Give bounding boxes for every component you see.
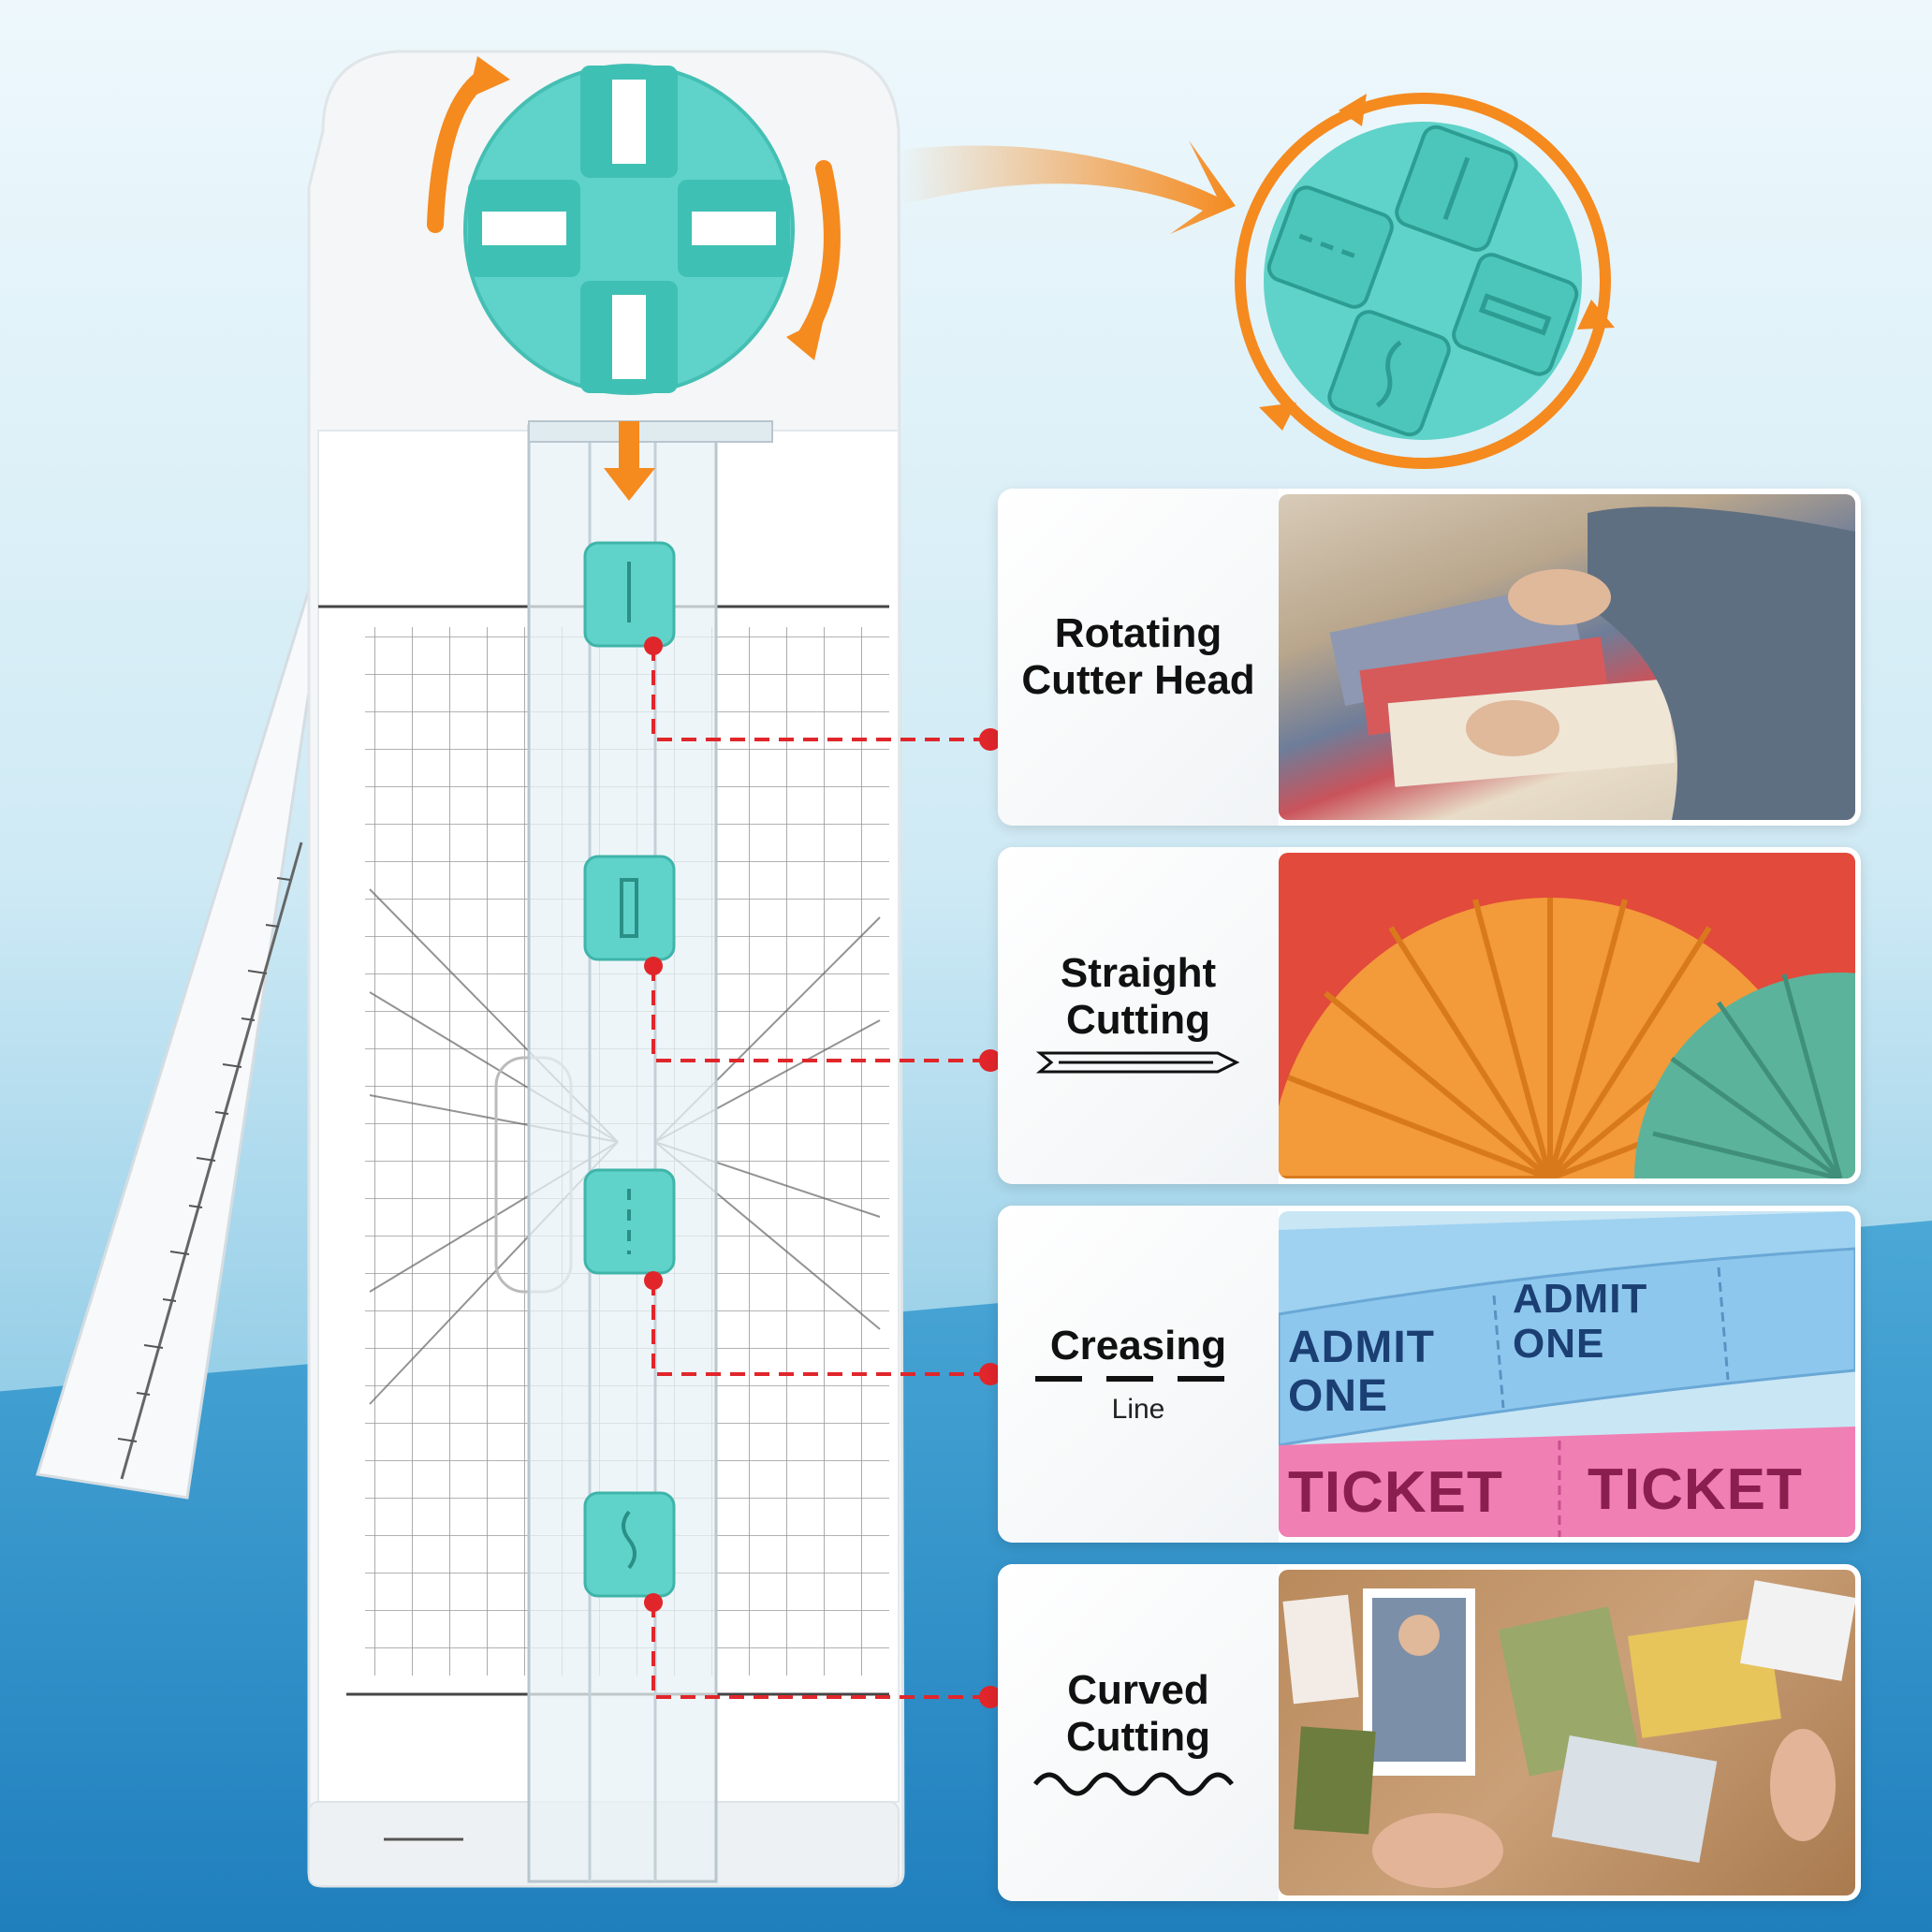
photo-fabric-samples bbox=[1279, 494, 1855, 820]
zoom-arrow-icon bbox=[899, 140, 1236, 234]
feature-label: Curved Cutting bbox=[998, 1564, 1279, 1901]
feature-panel-creasing: Creasing Line ADMIT ONE ADMIT ONE TICKET… bbox=[998, 1206, 1861, 1543]
blade-holder-4[interactable] bbox=[583, 1491, 676, 1598]
ruler-ticks bbox=[117, 877, 291, 1442]
cutting-track bbox=[527, 420, 773, 1883]
feature-title: Curved Cutting bbox=[1066, 1667, 1210, 1760]
down-arrow-icon bbox=[604, 421, 655, 501]
arrow-head-icon bbox=[786, 318, 824, 360]
wave-line-icon bbox=[1033, 1772, 1234, 1796]
feature-title: Rotating Cutter Head bbox=[1021, 610, 1255, 703]
callout-dots bbox=[644, 637, 1002, 1708]
blade-holder-2[interactable] bbox=[583, 855, 676, 961]
arrow-head-icon bbox=[468, 56, 510, 98]
feature-panel-curved: Curved Cutting bbox=[998, 1564, 1861, 1901]
feature-label: Straight Cutting bbox=[998, 847, 1279, 1184]
cutter-head-zoom bbox=[1235, 93, 1615, 469]
photo-paper-fans bbox=[1279, 853, 1855, 1178]
feature-label: Creasing Line bbox=[998, 1206, 1279, 1543]
ticket-admit-one: ADMIT ONE bbox=[1513, 1276, 1648, 1367]
feature-panel-straight: Straight Cutting bbox=[998, 847, 1861, 1184]
photo-ticket-rolls: ADMIT ONE ADMIT ONE TICKET TICKET bbox=[1279, 1211, 1855, 1537]
feature-panel-rotating: Rotating Cutter Head bbox=[998, 489, 1861, 826]
ticket-label: TICKET bbox=[1588, 1457, 1803, 1522]
ticket-admit-one: ADMIT ONE bbox=[1288, 1323, 1435, 1421]
feature-title: Straight Cutting bbox=[1060, 950, 1217, 1043]
swing-ruler-arm[interactable] bbox=[36, 587, 325, 1500]
feature-label: Rotating Cutter Head bbox=[998, 489, 1279, 826]
blade-holder-1[interactable] bbox=[583, 541, 676, 648]
feature-subtitle: Line bbox=[1111, 1394, 1165, 1425]
photo-wedding-pictures bbox=[1279, 1570, 1855, 1895]
blade-holder-3[interactable] bbox=[583, 1168, 676, 1275]
callout-lines bbox=[651, 646, 990, 1699]
crease-line-icon bbox=[1035, 1376, 1241, 1382]
rotating-cutter-head[interactable] bbox=[463, 64, 795, 395]
ticket-label: TICKET bbox=[1288, 1460, 1503, 1525]
straight-cut-icon bbox=[1035, 1051, 1240, 1074]
feature-title: Creasing bbox=[1049, 1323, 1227, 1368]
